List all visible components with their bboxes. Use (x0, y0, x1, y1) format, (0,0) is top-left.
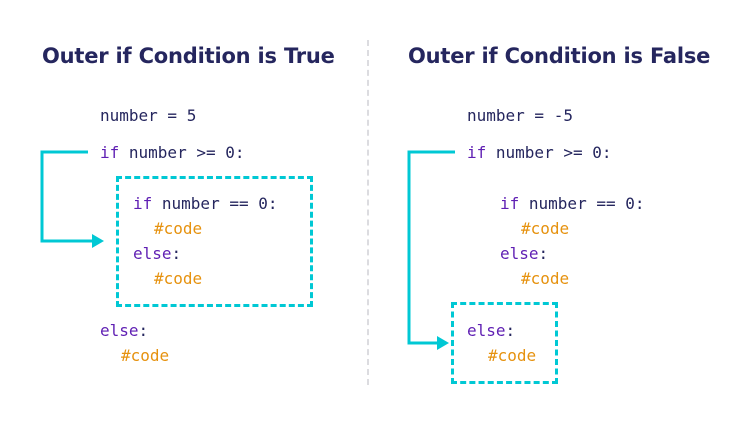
right-inner-else-line: else: (500, 244, 548, 264)
right-panel-title: Outer if Condition is False (408, 44, 711, 68)
left-inner-if-condition: number == 0: (152, 194, 278, 213)
right-flow-arrowhead (437, 336, 449, 350)
left-inner-if-line: if number == 0: (133, 194, 278, 214)
right-outer-if-line: if number >= 0: (467, 143, 612, 163)
right-outer-else-colon: : (505, 321, 516, 340)
right-inner-if-line: if number == 0: (500, 194, 645, 214)
left-panel-title: Outer if Condition is True (42, 44, 335, 68)
left-inner-if-keyword: if (133, 194, 153, 213)
right-inner-if-body: #code (521, 219, 570, 238)
left-inner-else-body: #code (154, 269, 203, 288)
right-assign-text: number = -5 (467, 106, 573, 125)
left-flow-arrowhead (92, 234, 104, 248)
right-inner-if-condition: number == 0: (519, 194, 645, 213)
right-inner-else-body: #code (521, 269, 570, 288)
left-inner-else-colon: : (171, 244, 182, 263)
left-assign-text: number = 5 (100, 106, 197, 125)
right-outer-else-body: #code (488, 346, 537, 365)
left-flow-arrow (40, 150, 93, 243)
left-outer-else-body: #code (121, 346, 170, 365)
left-outer-else-keyword: else (100, 321, 139, 340)
right-outer-else-keyword: else (467, 321, 506, 340)
panel-divider (367, 40, 369, 385)
right-executed-block-highlight (451, 302, 558, 384)
left-outer-if-condition: number >= 0: (119, 143, 245, 162)
right-flow-arrow (407, 150, 455, 345)
left-outer-if-keyword: if (100, 143, 120, 162)
left-inner-if-body: #code (154, 219, 203, 238)
right-outer-if-condition: number >= 0: (486, 143, 612, 162)
right-outer-else-line: else: (467, 321, 515, 341)
left-assign-line: number = 5 (100, 106, 196, 126)
right-assign-line: number = -5 (467, 106, 573, 126)
right-inner-if-keyword: if (500, 194, 520, 213)
right-inner-else-keyword: else (500, 244, 539, 263)
left-executed-block-highlight (116, 176, 313, 307)
left-outer-else-line: else: (100, 321, 148, 341)
left-inner-else-line: else: (133, 244, 181, 264)
left-inner-else-keyword: else (133, 244, 172, 263)
right-outer-if-keyword: if (467, 143, 487, 162)
right-inner-else-colon: : (538, 244, 549, 263)
left-outer-if-line: if number >= 0: (100, 143, 245, 163)
left-outer-else-colon: : (138, 321, 149, 340)
